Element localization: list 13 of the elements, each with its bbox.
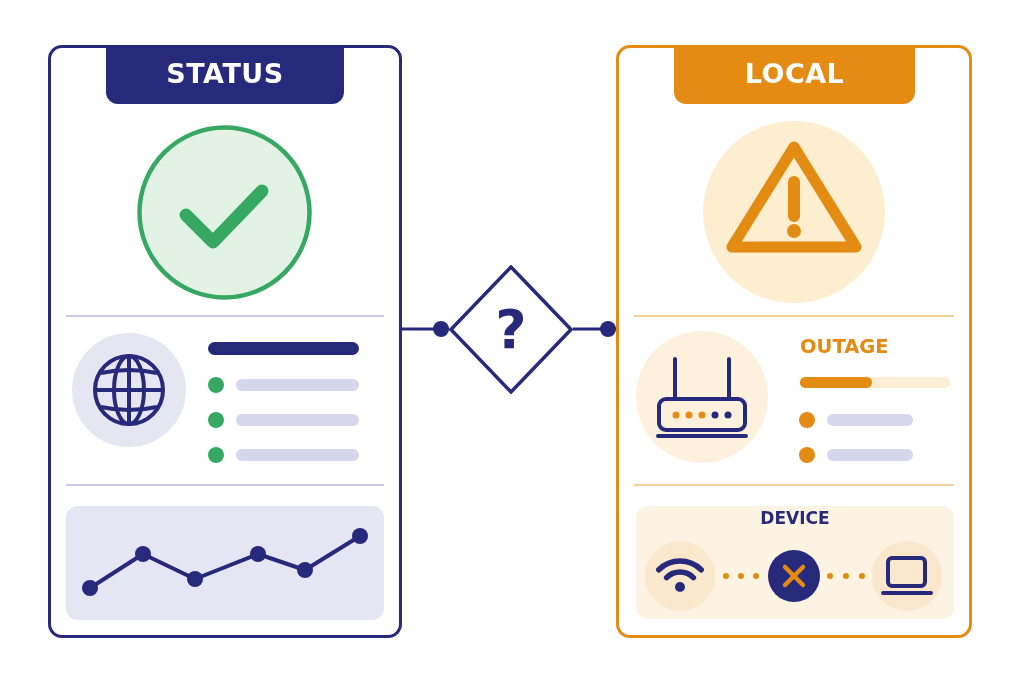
card-panel [616, 45, 972, 638]
status-heading: OUTAGE [800, 336, 889, 358]
connector-line [573, 321, 616, 337]
panel-title: LOCAL [744, 60, 845, 89]
laptop-icon [872, 541, 942, 611]
decision-diamond [449, 265, 573, 394]
cross-icon [768, 550, 820, 602]
panel-title: STATUS [166, 60, 284, 89]
panel-heading: DEVICE [760, 509, 830, 528]
decision-label: ? [495, 302, 527, 357]
wifi-icon [645, 541, 715, 611]
device-panel [636, 506, 954, 619]
connector-line [402, 321, 449, 337]
